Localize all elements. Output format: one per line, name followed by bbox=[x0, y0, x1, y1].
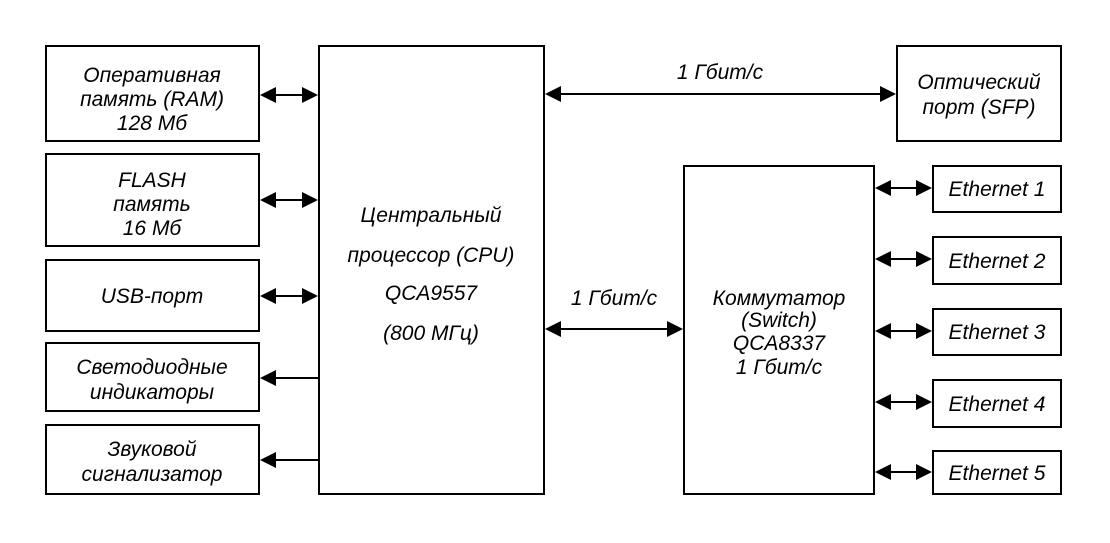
flash-label-3: 16 Мб bbox=[123, 217, 183, 240]
switch-box bbox=[683, 165, 875, 495]
switch-label-2: (Switch) bbox=[741, 309, 817, 332]
leds-label-2: индикаторы bbox=[90, 381, 215, 404]
buzzer-box bbox=[45, 424, 260, 495]
flash-label-1: FLASH bbox=[118, 169, 187, 192]
cpu-box bbox=[318, 45, 545, 495]
leds-label-1: Светодиодные bbox=[76, 356, 227, 379]
memory-label-2: память (RAM) bbox=[80, 88, 224, 111]
ethernet-1-box bbox=[932, 165, 1062, 213]
ethernet-3-label: Ethernet 3 bbox=[949, 321, 1046, 344]
cpu-label-2: процессор (CPU) bbox=[348, 244, 515, 267]
cpu-label-3: QCA9557 bbox=[385, 282, 479, 305]
sfp-label-1: Оптический bbox=[917, 71, 1040, 94]
buzzer-label-1: Звуковой bbox=[107, 438, 196, 461]
switch-label-1: Коммутатор bbox=[713, 287, 846, 310]
memory-box bbox=[45, 45, 260, 142]
memory-label-3: 128 Мб bbox=[117, 112, 188, 135]
cpu-switch-speed-label: 1 Гбит/с bbox=[571, 287, 658, 310]
sfp-box bbox=[896, 45, 1062, 142]
ethernet-4-box bbox=[932, 379, 1062, 428]
ethernet-5-box bbox=[932, 450, 1062, 495]
memory-label-1: Оперативная bbox=[83, 64, 221, 87]
flash-label-2: память bbox=[113, 193, 190, 216]
ethernet-2-box bbox=[932, 236, 1062, 285]
leds-box bbox=[45, 342, 260, 412]
cpu-label-4: (800 МГц) bbox=[383, 322, 479, 345]
ethernet-5-label: Ethernet 5 bbox=[949, 462, 1046, 485]
ethernet-1-label: Ethernet 1 bbox=[949, 178, 1046, 201]
ethernet-3-box bbox=[932, 308, 1062, 356]
cpu-label-1: Центральный bbox=[361, 204, 502, 227]
usb-label: USB-порт bbox=[101, 285, 204, 308]
ethernet-2-label: Ethernet 2 bbox=[949, 250, 1046, 273]
flash-box bbox=[45, 153, 260, 247]
usb-box bbox=[45, 259, 260, 332]
buzzer-label-2: сигнализатор bbox=[82, 463, 223, 486]
switch-label-3: QCA8337 bbox=[733, 332, 827, 355]
sfp-label-2: порт (SFP) bbox=[922, 96, 1035, 119]
cpu-sfp-speed-label: 1 Гбит/с bbox=[677, 61, 764, 84]
ethernet-4-label: Ethernet 4 bbox=[949, 393, 1046, 416]
switch-label-4: 1 Гбит/с bbox=[736, 356, 823, 379]
